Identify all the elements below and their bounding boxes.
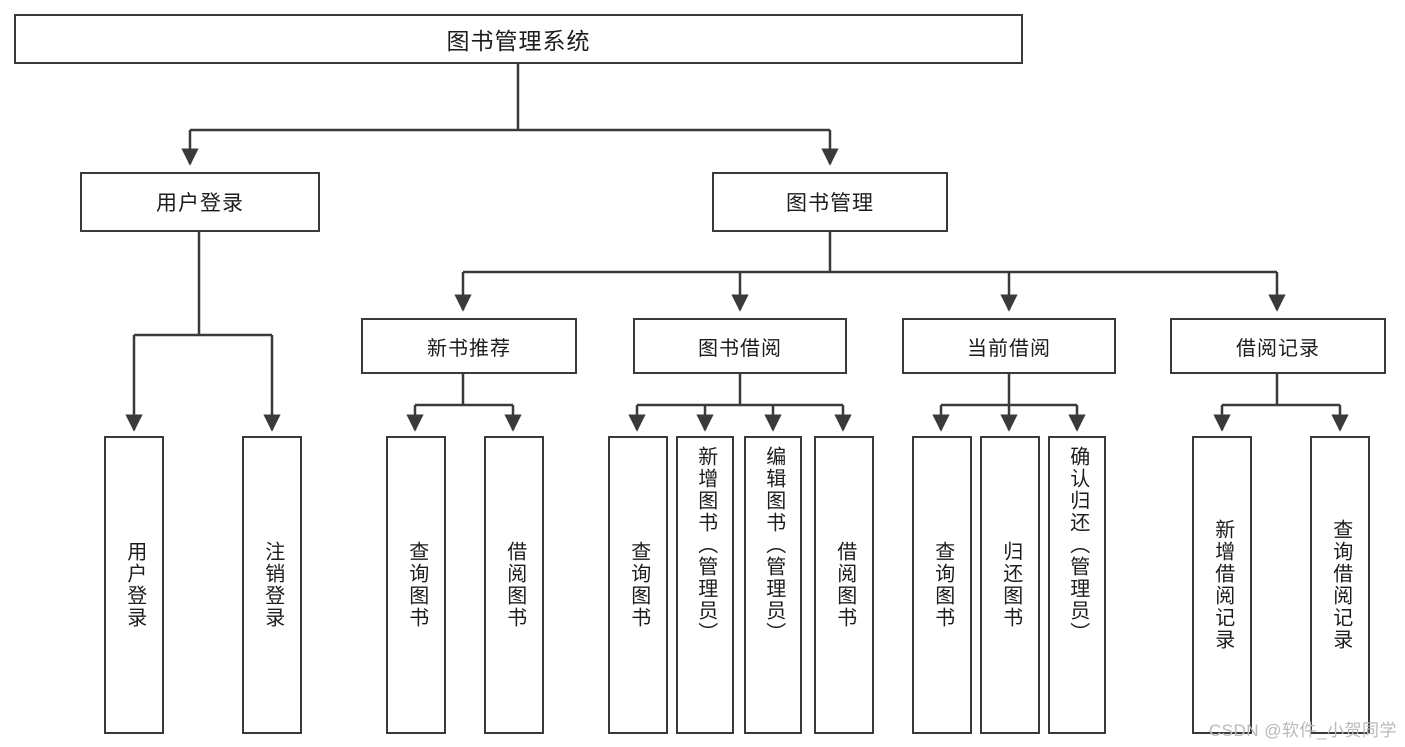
leaf-user-logout-label: 注销登录 [261,541,284,629]
leaf-record-query-borrow-record-label: 查询借阅记录 [1329,519,1352,651]
leaf-recommend-borrow-book[interactable]: 借阅图书 [484,436,544,734]
leaf-user-login-label: 用户登录 [123,541,146,629]
leaf-current-return-book-label: 归还图书 [999,541,1022,629]
leaf-recommend-query-book[interactable]: 查询图书 [386,436,446,734]
leaf-current-return-book[interactable]: 归还图书 [980,436,1040,734]
node-book-management-label: 图书管理 [786,192,874,215]
leaf-recommend-borrow-book-label: 借阅图书 [503,541,526,629]
leaf-current-query-book[interactable]: 查询图书 [912,436,972,734]
node-new-book-recommend[interactable]: 新书推荐 [361,318,577,374]
node-user-login[interactable]: 用户登录 [80,172,320,232]
node-borrow-record-label: 借阅记录 [1236,337,1320,360]
watermark: CSDN @软件_小贺同学 [1208,721,1397,740]
leaf-record-query-borrow-record[interactable]: 查询借阅记录 [1310,436,1370,734]
leaf-record-add-borrow-record-label: 新增借阅记录 [1211,519,1234,651]
leaf-current-query-book-label: 查询图书 [931,541,954,629]
node-root[interactable]: 图书管理系统 [14,14,1023,64]
node-root-label: 图书管理系统 [446,28,591,54]
leaf-user-logout[interactable]: 注销登录 [242,436,302,734]
node-borrow-record[interactable]: 借阅记录 [1170,318,1386,374]
node-current-borrow-label: 当前借阅 [967,337,1051,360]
leaf-recommend-query-book-label: 查询图书 [405,541,428,629]
leaf-borrow-borrow-book-label: 借阅图书 [833,541,856,629]
node-book-management[interactable]: 图书管理 [712,172,948,232]
leaf-current-confirm-return-admin-label: 确认归还（管理员） [1066,446,1089,644]
node-book-borrow[interactable]: 图书借阅 [633,318,847,374]
leaf-user-login[interactable]: 用户登录 [104,436,164,734]
node-new-book-recommend-label: 新书推荐 [427,337,511,360]
node-book-borrow-label: 图书借阅 [698,337,782,360]
leaf-borrow-query-book-label: 查询图书 [627,541,650,629]
leaf-borrow-borrow-book[interactable]: 借阅图书 [814,436,874,734]
leaf-borrow-edit-book-admin[interactable]: 编辑图书（管理员） [744,436,802,734]
leaf-borrow-query-book[interactable]: 查询图书 [608,436,668,734]
node-user-login-label: 用户登录 [156,192,244,215]
leaf-borrow-add-book-admin-label: 新增图书（管理员） [694,446,717,644]
leaf-record-add-borrow-record[interactable]: 新增借阅记录 [1192,436,1252,734]
leaf-borrow-add-book-admin[interactable]: 新增图书（管理员） [676,436,734,734]
leaf-current-confirm-return-admin[interactable]: 确认归还（管理员） [1048,436,1106,734]
leaf-borrow-edit-book-admin-label: 编辑图书（管理员） [762,446,785,644]
node-current-borrow[interactable]: 当前借阅 [902,318,1116,374]
